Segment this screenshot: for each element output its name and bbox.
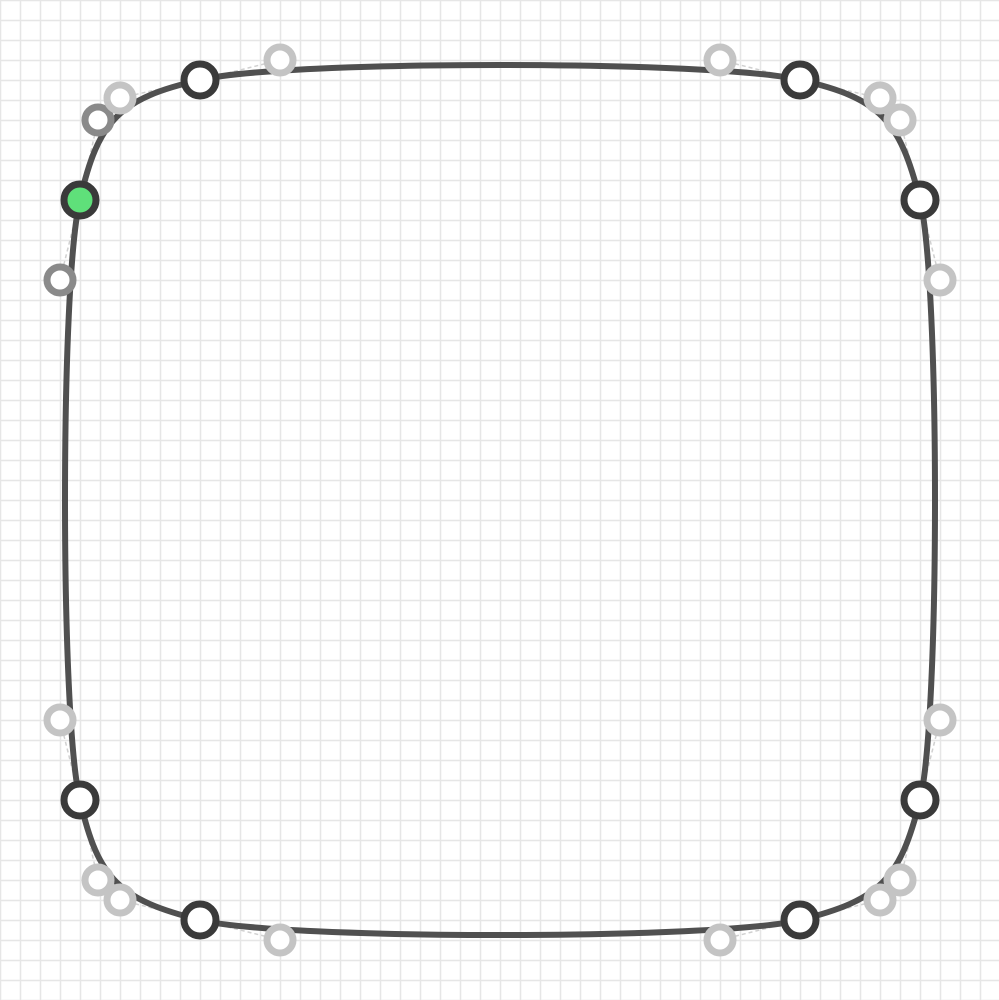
hollow-circle-handle-icon-bottom-right-out[interactable] [703, 923, 737, 957]
hollow-circle-anchor-icon-bottom-left[interactable] [180, 900, 220, 940]
filled-green-anchor-icon[interactable] [60, 180, 100, 220]
hollow-circle-handle-icon-left-top-in[interactable] [43, 263, 77, 297]
hollow-circle-anchor-icon-right-top[interactable] [900, 180, 940, 220]
hollow-circle-handle-icon-left-bottom-out[interactable] [43, 703, 77, 737]
hollow-circle-handle-icon-top-right-in[interactable] [703, 43, 737, 77]
hollow-circle-handle-icon-right-top-out[interactable] [923, 263, 957, 297]
hollow-circle-handle-icon-right-top-in[interactable] [883, 103, 917, 137]
hollow-circle-handle-icon-right-bottom-in[interactable] [923, 703, 957, 737]
hollow-circle-handle-icon-bottom-left-out[interactable] [103, 883, 137, 917]
hollow-circle-handle-icon-left-bottom-in[interactable] [81, 863, 115, 897]
hollow-circle-anchor-icon-top-left[interactable] [180, 60, 220, 100]
hollow-circle-handle-icon-top-right-out[interactable] [863, 81, 897, 115]
control-handles [43, 43, 957, 957]
hollow-circle-anchor-icon-right-bottom[interactable] [900, 780, 940, 820]
hollow-circle-anchor-icon-top-right[interactable] [780, 60, 820, 100]
hollow-circle-handle-icon-bottom-left-in[interactable] [263, 923, 297, 957]
hollow-circle-handle-icon-bottom-right-in[interactable] [863, 883, 897, 917]
hollow-circle-handle-icon-left-top-out[interactable] [81, 103, 115, 137]
hollow-circle-handle-icon-right-bottom-out[interactable] [883, 863, 917, 897]
hollow-circle-anchor-icon-bottom-right[interactable] [780, 900, 820, 940]
anchor-points [60, 60, 940, 940]
hollow-circle-handle-icon-top-left-out[interactable] [263, 43, 297, 77]
hollow-circle-handle-icon-top-left-in[interactable] [103, 81, 137, 115]
hollow-circle-anchor-icon-left-bottom[interactable] [60, 780, 100, 820]
